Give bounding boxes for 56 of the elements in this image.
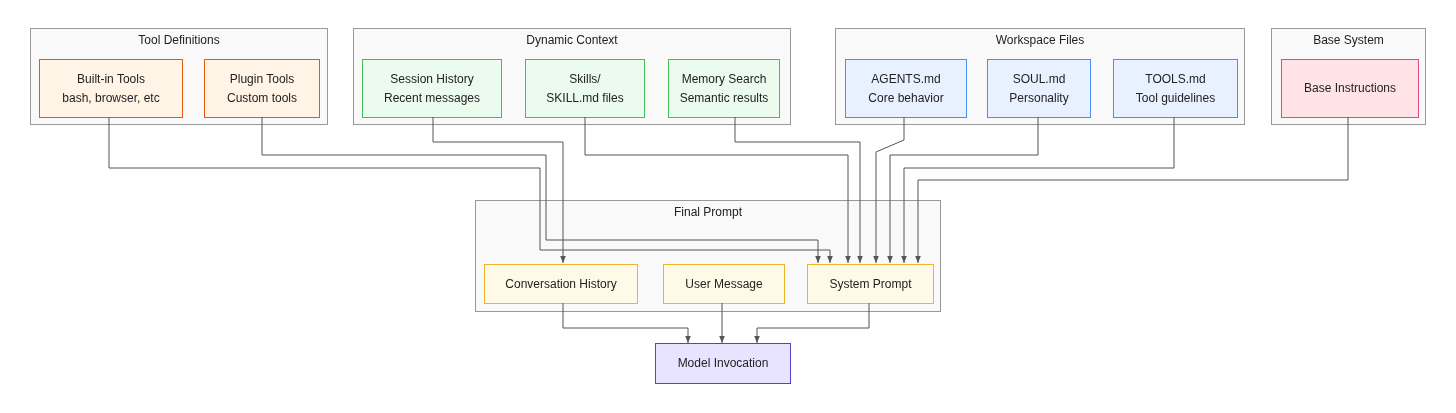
process-box	[39, 59, 183, 118]
arrow	[584, 116, 851, 264]
group-title: Tool Definitions	[137, 33, 221, 47]
arrow	[887, 116, 1039, 264]
process-box	[807, 264, 934, 304]
group-title: Workspace Files	[994, 33, 1086, 47]
arrow	[915, 116, 1349, 264]
box-heading: Built-in Tools	[77, 70, 145, 88]
process-box	[484, 264, 638, 304]
group-panel	[475, 200, 941, 312]
box-heading: SOUL.md	[1012, 70, 1066, 88]
box-heading: User Message	[685, 275, 763, 293]
box-heading: Model Invocation	[677, 355, 769, 373]
arrow	[901, 116, 1175, 264]
arrow	[108, 116, 833, 264]
process-box	[1281, 59, 1419, 118]
box-heading: TOOLS.md	[1145, 70, 1206, 88]
box-heading: Session History	[390, 70, 474, 88]
arrow	[754, 302, 870, 344]
process-box	[1113, 59, 1238, 118]
box-heading: Base Instructions	[1303, 80, 1396, 98]
group-title: Dynamic Context	[525, 33, 619, 47]
group-panel	[30, 28, 328, 125]
process-box	[655, 343, 791, 384]
box-detail: Tool guidelines	[1135, 89, 1216, 107]
process-box	[204, 59, 320, 118]
arrow	[873, 116, 905, 264]
box-detail: bash, browser, etc	[62, 89, 160, 107]
box-heading: AGENTS.md	[871, 70, 941, 88]
box-detail: SKILL.md files	[546, 89, 624, 107]
group-title: Final Prompt	[673, 205, 743, 219]
box-detail: Personality	[1009, 89, 1069, 107]
box-detail: Recent messages	[383, 89, 480, 107]
arrow	[734, 116, 863, 264]
process-box	[362, 59, 502, 118]
process-box	[668, 59, 780, 118]
box-heading: Plugin Tools	[229, 70, 295, 88]
box-heading: Memory Search	[681, 70, 767, 88]
group-panel	[1271, 28, 1426, 125]
box-heading: System Prompt	[829, 275, 912, 293]
arrow	[432, 116, 566, 264]
box-heading: Skills/	[569, 70, 601, 88]
process-box	[987, 59, 1091, 118]
process-box	[525, 59, 645, 118]
box-detail: Semantic results	[679, 89, 769, 107]
arrow	[719, 302, 725, 344]
group-panel	[353, 28, 791, 125]
box-detail: Custom tools	[227, 89, 297, 107]
box-heading: Conversation History	[505, 275, 617, 293]
box-detail: Core behavior	[868, 89, 944, 107]
arrow	[261, 116, 821, 264]
arrow	[562, 302, 691, 344]
process-box	[663, 264, 785, 304]
group-title: Base System	[1312, 33, 1385, 47]
group-panel	[835, 28, 1245, 125]
process-box	[845, 59, 967, 118]
